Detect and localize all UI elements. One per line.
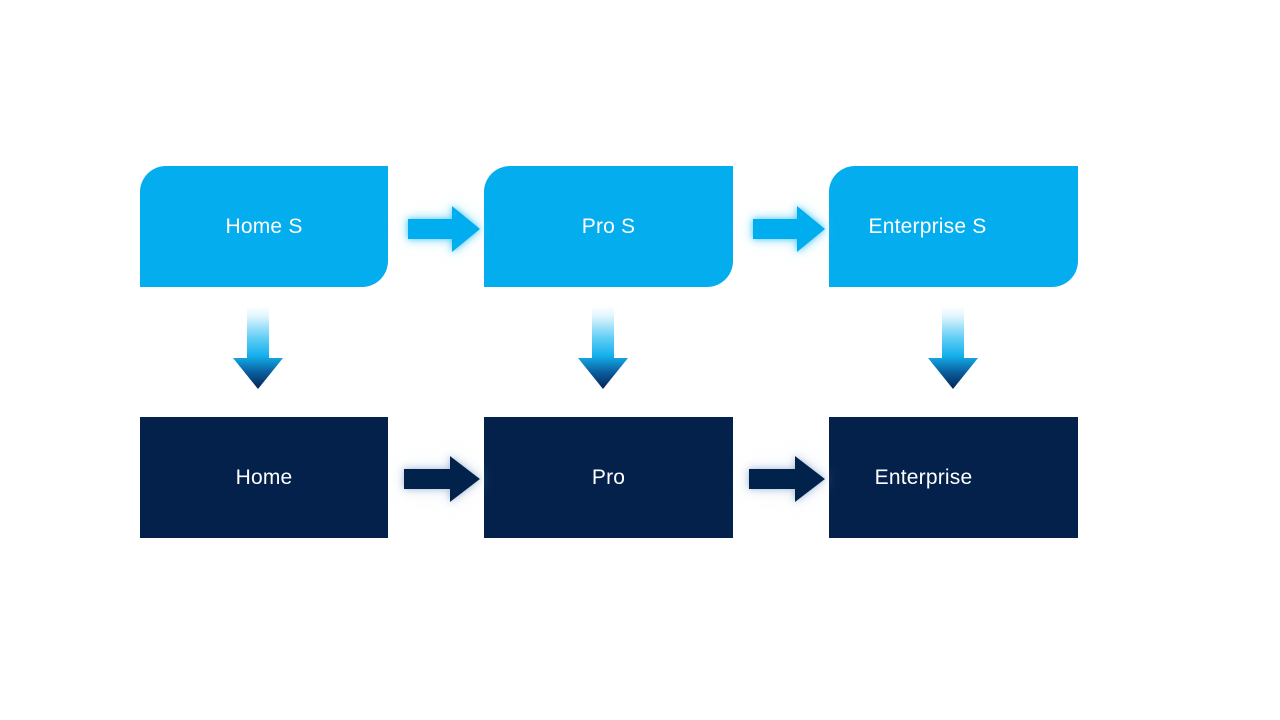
node-enterprise[interactable]: Enterprise [829, 417, 1078, 538]
node-pro-s[interactable]: Pro S [484, 166, 733, 287]
arrow-right-glyph [404, 456, 480, 502]
node-label: Pro S [581, 214, 636, 238]
arrow-pro-to-enterprise [749, 453, 825, 505]
arrow-home-s-to-pro-s [408, 204, 480, 254]
node-label: Enterprise [874, 465, 973, 489]
arrow-enterprise-s-to-enterprise [927, 306, 979, 390]
node-label: Pro [591, 465, 626, 489]
arrow-pro-s-to-pro [577, 306, 629, 390]
arrow-down-glyph [928, 306, 978, 389]
node-label: Home [235, 465, 293, 489]
arrow-home-to-pro [404, 453, 480, 505]
node-home-s[interactable]: Home S [140, 166, 388, 287]
node-label: Home S [225, 214, 303, 238]
arrow-right-glyph [408, 206, 480, 252]
node-enterprise-s[interactable]: Enterprise S [829, 166, 1078, 287]
node-pro[interactable]: Pro [484, 417, 733, 538]
arrow-down-glyph [578, 306, 628, 389]
arrow-right-glyph [749, 456, 825, 502]
arrow-pro-s-to-enterprise-s [753, 204, 825, 254]
arrow-down-glyph [233, 306, 283, 389]
node-home[interactable]: Home [140, 417, 388, 538]
arrow-home-s-to-home [232, 306, 284, 390]
arrow-right-glyph [753, 206, 825, 252]
node-label: Enterprise S [868, 214, 987, 238]
